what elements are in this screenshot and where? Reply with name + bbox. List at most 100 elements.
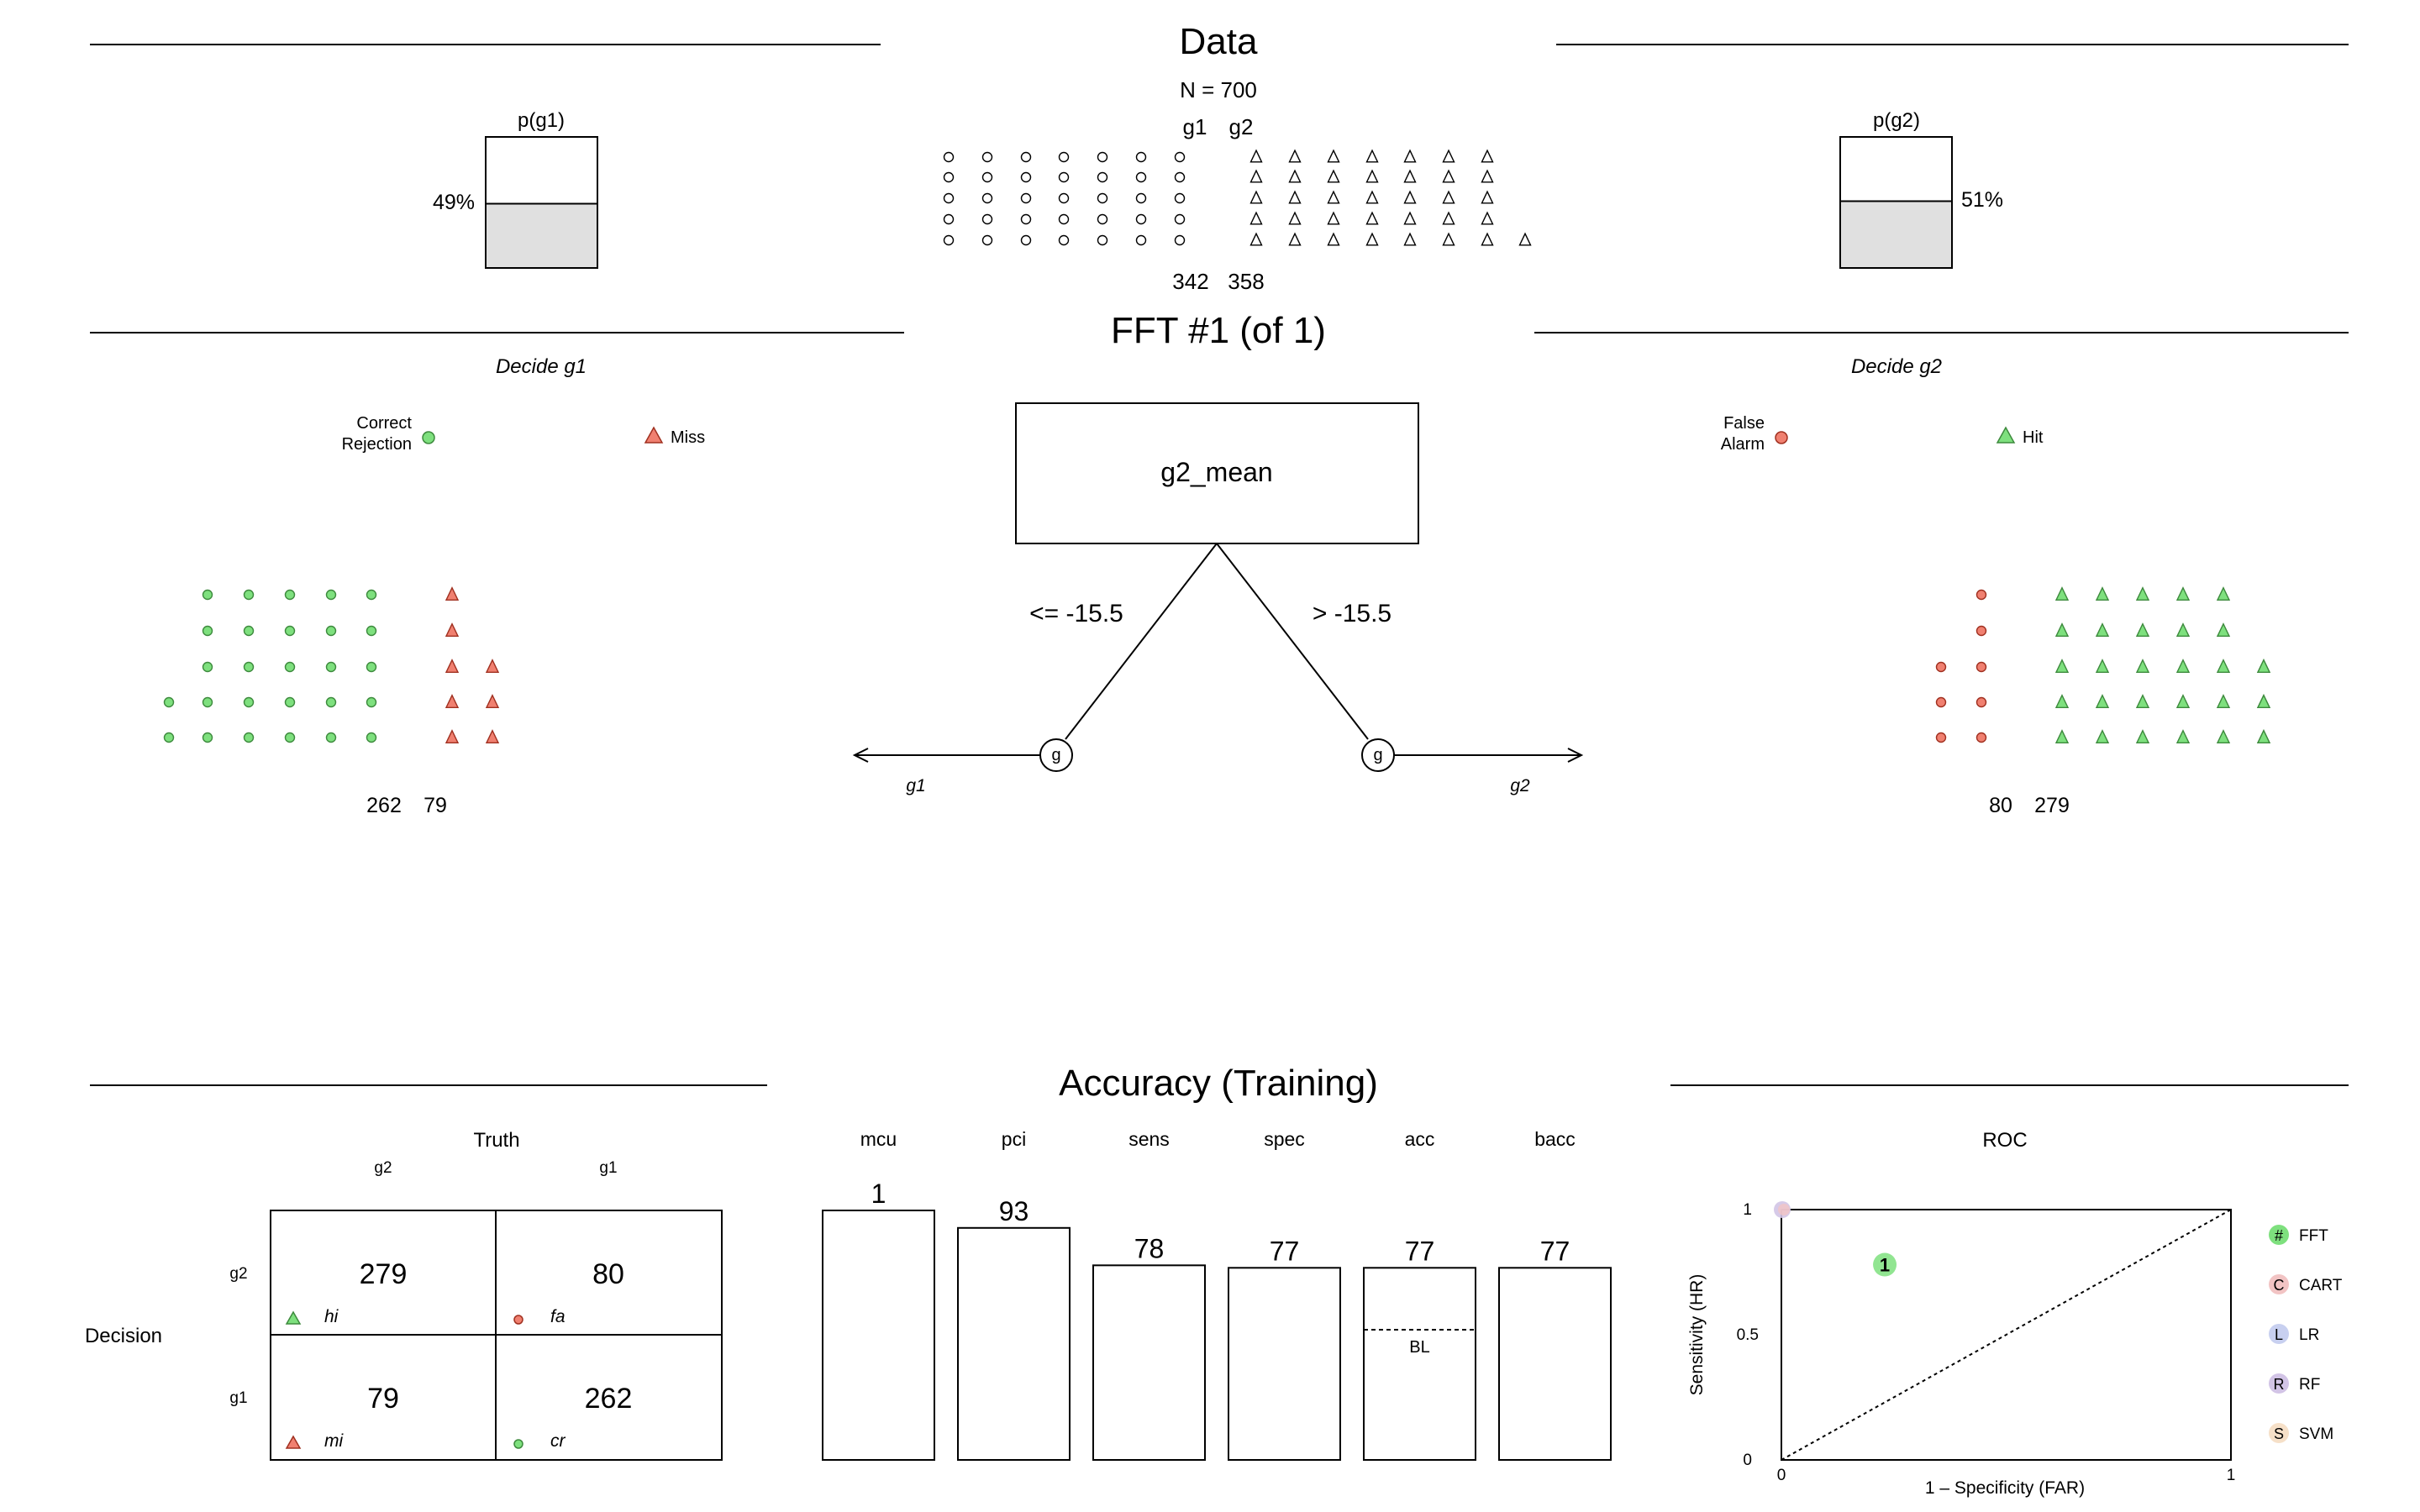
leaf-cr-dot [202,696,213,708]
leaf-miss-dot [445,622,460,637]
roc-ytick-05: 0.5 [1737,1326,1759,1344]
class1-label: g1 [1183,114,1207,139]
data-g2-dot [1442,190,1455,204]
leaf-cr-dot [366,661,377,673]
p-g1-fill [486,203,597,268]
roc-legend-marker-fft [2269,1225,2289,1245]
leaf-cr-dot [366,589,377,601]
roc-legend-symbol: C [2274,1277,2285,1294]
roc-xtick-1: 1 [2227,1467,2236,1484]
leaf-fa-dot [1975,661,1987,673]
leaf-hit-dot [2135,694,2150,708]
class2-label: g2 [1229,114,1254,139]
bar-label-bacc: bacc [1534,1128,1576,1150]
data-g1-dot [1097,151,1108,163]
leaf-cr-dot [325,589,337,601]
data-g1-dot [1058,151,1070,163]
roc-legend-label-cart: CART [2299,1277,2343,1294]
data-g1-dot [981,151,993,163]
row-g1-label: g1 [229,1389,247,1407]
legend-hit-label: Hit [2023,428,2044,447]
n-label: N = 700 [1180,77,1257,102]
data-g2-dot [1442,169,1455,183]
bar-value-pci: 93 [999,1196,1029,1226]
data-g2-dot [1365,232,1379,246]
leaf-hit-dot [2095,729,2110,743]
data-g1-dot [1097,234,1108,246]
data-g1-dot [1097,213,1108,225]
leaf-hit-dot [2175,729,2191,743]
data-g2-dot [1481,190,1494,204]
p-g1-pct: 49% [433,191,475,214]
branch-left-label: <= -15.5 [1029,600,1123,627]
data-dot-grid [943,149,1532,246]
truth-label: Truth [473,1129,519,1152]
leaf-miss-dot [485,694,500,708]
leaf-hit-dot [2054,586,2070,601]
data-g2-dot [1249,169,1263,183]
data-g2-dot [1327,169,1340,183]
cell-mi-triangle-icon [285,1435,302,1449]
data-g1-dot [1135,192,1147,204]
data-g1-dot [1020,192,1032,204]
leaf-hit-dot [2054,694,2070,708]
bar-label-pci: pci [1002,1128,1026,1150]
row-g2-label: g2 [229,1265,247,1283]
data-g1-dot [943,192,955,204]
cell-fa-circle-icon [513,1315,523,1325]
leaf-hit-dot [2216,622,2231,637]
leaf-hit-dot [2256,729,2271,743]
roc-ytick-1: 1 [1743,1201,1752,1219]
leaf-fa-dot [1975,732,1987,743]
exit-left-arrow-icon [852,748,869,763]
data-g2-dot [1518,232,1532,246]
roc-legend-label-rf: RF [2299,1376,2320,1394]
roc-legend-marker-svm [2269,1423,2289,1443]
bar-spec [1228,1267,1341,1462]
col-g1-label: g1 [599,1159,617,1177]
roc-fft-point: 1 [1873,1252,1897,1277]
data-g1-dot [1174,213,1186,225]
leaf-hit-dot [2135,659,2150,673]
branch-right-line [1216,543,1369,740]
data-g2-dot [1365,211,1379,225]
p-g2-pct: 51% [1961,188,2003,212]
data-g2-dot [1249,232,1263,246]
data-g1-dot [1135,151,1147,163]
bar-sens [1092,1264,1206,1461]
leaf-hit-dot [2095,622,2110,637]
leaf-cr-dot [284,696,296,708]
data-g1-dot [1174,192,1186,204]
data-g1-dot [1058,213,1070,225]
data-g2-dot [1481,232,1494,246]
roc-legend-label-svm: SVM [2299,1425,2333,1443]
data-g2-dot [1288,232,1302,246]
exit-left-label: g1 [906,776,925,795]
leaf-hit-dot [2175,694,2191,708]
legend-cr-circle-icon [422,431,435,444]
data-g2-dot [1288,169,1302,183]
bar-value-sens: 78 [1134,1233,1165,1263]
data-g2-dot [1481,169,1494,183]
data-g2-dot [1365,190,1379,204]
leaf-hit-dot [2175,659,2191,673]
leaf-hit-dot [2095,659,2110,673]
leaf-cr-dot [202,661,213,673]
confusion-matrix: Truth g2 g1 Decision g2 g1 279 80 79 262… [85,1129,723,1461]
legend-fa-circle-icon [1775,431,1788,444]
leaf-cr-dot [163,696,175,708]
data-g1-dot [943,151,955,163]
data-g1-dot [1058,171,1070,183]
leaf-hit-dot [2135,729,2150,743]
roc-plot: ROC 1 0.5 0 0 1 1 – Specificity (FAR) Se… [1687,1129,2343,1498]
data-g2-dot [1288,149,1302,163]
class2-count: 358 [1228,269,1264,294]
leaf-fa-dot [1975,589,1987,601]
leaf-hit-dot [2216,659,2231,673]
leaf-hit-dot [2216,729,2231,743]
leaf-cr-dot [284,732,296,743]
data-g2-dot [1403,190,1417,204]
roc-legend-label-lr: LR [2299,1326,2319,1344]
